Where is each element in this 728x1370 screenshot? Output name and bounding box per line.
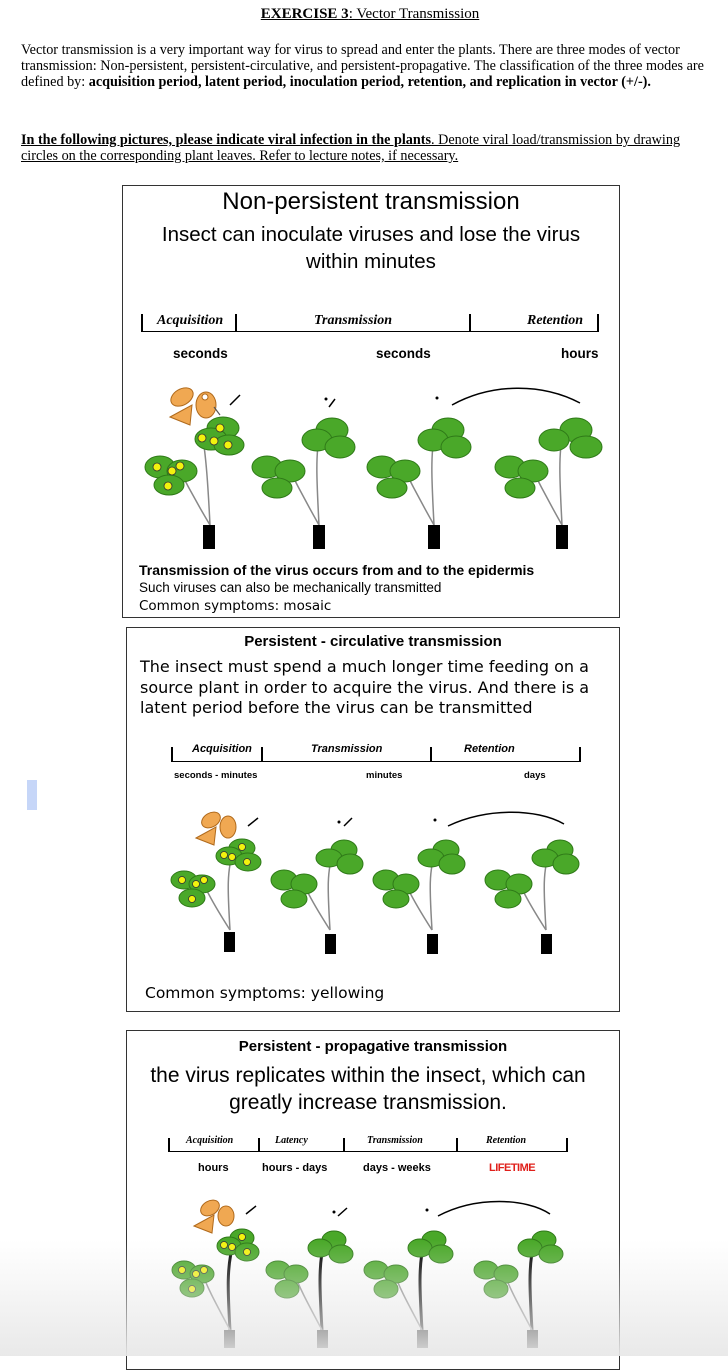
panel3-subheading: the virus replicates within the insect, … — [150, 1064, 586, 1114]
text-selection-highlight — [27, 780, 37, 810]
panel2-duration-retention: days — [524, 770, 546, 781]
bottom-scroll-fade — [0, 1240, 728, 1356]
insect-vector — [194, 811, 259, 846]
panel3-tick — [566, 1138, 568, 1152]
panel1-phase-acquisition: Acquisition — [157, 313, 224, 328]
panel1-tick — [597, 314, 599, 332]
panel3-tick — [343, 1138, 345, 1152]
panel3-phase-retention: Retention — [486, 1135, 527, 1146]
panel2-note-symptoms: Common symptoms: yellowing — [145, 984, 385, 1002]
panel3-tick — [258, 1138, 260, 1152]
panel1-note-mechanical: Such viruses can also be mechanically tr… — [139, 580, 442, 595]
panel3-phase-latency: Latency — [275, 1135, 308, 1146]
panel2-subheading: The insect must spend a much longer time… — [140, 657, 590, 717]
panel3-duration-transmission: days - weeks — [363, 1162, 431, 1174]
panel1-tick — [235, 314, 237, 332]
panel2-plant-illustration — [170, 811, 580, 954]
instruction-bold: In the following pictures, please indica… — [21, 132, 432, 148]
intro-paragraph: Vector transmission is a very important … — [21, 42, 716, 90]
plant-recipient — [366, 387, 581, 549]
panel1-phase-transmission: Transmission — [314, 313, 393, 328]
panel2-duration-acquisition: seconds - minutes — [174, 770, 258, 781]
panel2-duration-transmission: minutes — [366, 770, 403, 781]
intro-text: Vector transmission is a very important … — [21, 42, 704, 90]
panel1-note-epidermis: Transmission of the virus occurs from an… — [139, 562, 535, 578]
panel2-tick — [261, 747, 263, 762]
panel3-heading: Persistent - propagative transmission — [238, 1038, 508, 1055]
panel2-phase-retention: Retention — [464, 743, 515, 755]
panel2-tick — [430, 747, 432, 762]
panel1-note-symptoms: Common symptoms: mosaic — [139, 598, 332, 614]
panel2-phase-transmission: Transmission — [311, 743, 383, 755]
panel1-plant-illustration — [144, 387, 603, 549]
panel3-timeline — [168, 1151, 568, 1152]
panel1-heading: Non-persistent transmission — [222, 188, 520, 215]
panel3-duration-lifetime: LIFETIME — [489, 1162, 536, 1174]
exercise-topic: : Vector Transmission — [348, 6, 480, 22]
plant-recipient — [494, 417, 603, 549]
panel2-timeline — [171, 761, 581, 762]
plant-recipient — [251, 397, 356, 549]
plant-source — [144, 416, 245, 549]
exercise-number: EXERCISE 3 — [260, 6, 349, 22]
instruction-rest: . Denote viral load/transmission by draw… — [21, 132, 681, 164]
insect-vector — [192, 1199, 257, 1234]
exercise-title: EXERCISE 3: Vector Transmission — [0, 6, 728, 23]
panel3-duration-latency: hours - days — [262, 1162, 328, 1174]
panel-non-persistent — [122, 185, 620, 618]
panel1-tick — [141, 314, 143, 332]
plant-recipient — [372, 811, 565, 954]
panel3-tick — [456, 1138, 458, 1152]
panel2-phase-acquisition: Acquisition — [192, 743, 252, 755]
plant-recipient — [484, 839, 580, 954]
panel1-subheading: Insect can inoculate viruses and lose th… — [161, 223, 581, 273]
panel1-duration-acquisition: seconds — [173, 346, 228, 361]
panel-persistent-circulative — [126, 627, 620, 1012]
panel3-tick — [168, 1138, 170, 1152]
panel1-timeline — [141, 331, 599, 332]
instruction-paragraph: In the following pictures, please indica… — [21, 132, 716, 164]
panel1-tick — [469, 314, 471, 332]
panel3-duration-acquisition: hours — [198, 1162, 229, 1174]
panel2-tick — [171, 747, 173, 762]
panel3-phase-transmission: Transmission — [367, 1135, 423, 1146]
panel3-phase-acquisition: Acquisition — [186, 1135, 234, 1146]
panel1-phase-retention: Retention — [527, 313, 584, 328]
panel2-tick — [579, 747, 581, 762]
plant-recipient — [270, 817, 364, 954]
insect-vector — [168, 387, 241, 426]
panel2-heading: Persistent - circulative transmission — [244, 633, 502, 650]
plant-source — [170, 838, 262, 952]
intro-bold-criteria: acquisition period, latent period, inocu… — [88, 74, 651, 90]
panel1-duration-retention: hours — [561, 346, 599, 361]
panel1-duration-transmission: seconds — [376, 346, 431, 361]
